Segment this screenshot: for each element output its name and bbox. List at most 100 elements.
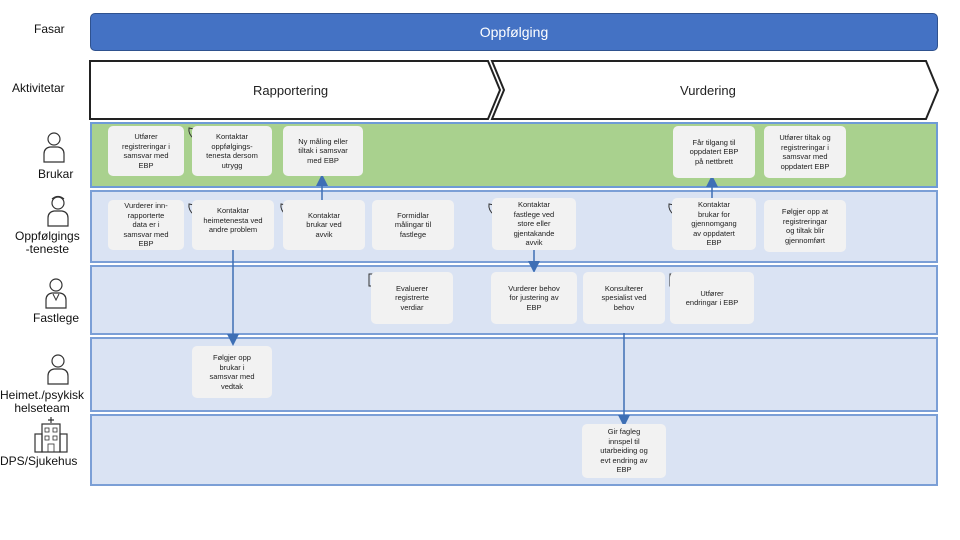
box-text-line: oppdatert EBP [780,161,830,171]
box-text-line: på nettbrett [695,156,733,166]
box-text-line: Utfører [700,288,724,298]
box-text-line: registrerte [395,293,429,303]
label-oppfolgingstenesta-line1: Oppfølgings [15,229,80,243]
box-text-line: Utfører [134,132,158,141]
box-text-line: behov [613,302,635,312]
box-text-line: rapporterte [127,210,165,220]
box-text-line: EBP [138,239,154,249]
box-text-line: brukar ved [306,220,342,230]
box-text-line: med EBP [307,155,339,165]
label-dps: DPS/Sjukehus [0,454,78,468]
box-text-line: tenesta dersom [206,151,258,160]
phase-bar: Oppfølging [90,13,938,51]
box-text-line: avvik [315,229,333,239]
box-text-line: data er i [132,220,160,230]
box-text-line: gjennomgang [691,219,737,229]
box-text-line: samsvar med [782,152,828,161]
box-text-line: endringar i EBP [685,298,739,307]
hospital-icon [34,417,68,453]
box-text-line: gjennomført [784,235,826,245]
lane-dps [90,414,938,486]
person-icon [43,132,65,163]
person-icon [45,278,67,309]
label-heimet: Heimet./psykisk helseteam [0,389,84,415]
person-icon [47,354,69,385]
box-text-line: Ny måling eller [298,136,348,146]
box-text-line: samsvar med [123,229,169,239]
label-heimet-line1: Heimet./psykisk [0,388,85,402]
activity-rapportering: Rapportering [253,83,329,98]
box-text-line: store eller [517,219,551,229]
label-oppfolgingstenesta-line2: -teneste [25,242,70,256]
box-text-line: av oppdatert [693,228,735,238]
box-text-line: brukar for [697,209,731,219]
box-text-line: registreringar [782,216,828,226]
label-heimet-line2: helseteam [14,401,70,415]
box-text-line: samsvar med [209,372,255,381]
box-text-line: Evaluerer [395,283,429,293]
box-text-line: gjentakande [513,228,555,238]
box-text-line: og tiltak blir [786,226,824,235]
box-text-line: Konsulterer [604,283,644,293]
box-text-line: EBP [616,465,632,475]
person-icon [47,195,69,227]
box-text-line: andre problem [208,225,258,234]
box-text-line: verdiar [400,302,424,312]
box-text-line: heimetenesta ved [203,215,263,225]
box-text-line: evt endring av [600,455,648,465]
activity-vurdering: Vurdering [680,83,736,98]
box-text-line: EBP [138,160,154,170]
label-oppfolgingstenesta: Oppfølgings -teneste [15,230,80,256]
box-text-line: Kontaktar [697,200,731,210]
box-text-line: Får tilgang til [692,137,736,147]
box-text-line: Utfører tiltak og [779,133,831,142]
box-text-line: EBP [706,238,722,248]
box-text-line: Formidlar [397,210,429,220]
box-text-line: Følgjer opp at [781,207,829,216]
box-text-line: EBP [526,302,542,312]
box-text-line: Kontaktar [216,206,250,215]
box-text-line: registreringar i [781,142,829,152]
box-text-line: brukar i [219,362,245,372]
box-text-line: Kontaktar [307,210,341,220]
box-text-line: Kontaktar [215,132,249,141]
box-text-line: Følgjer opp [213,353,251,362]
label-fasar: Fasar [34,22,65,36]
box-text-line: vedtak [220,381,244,391]
